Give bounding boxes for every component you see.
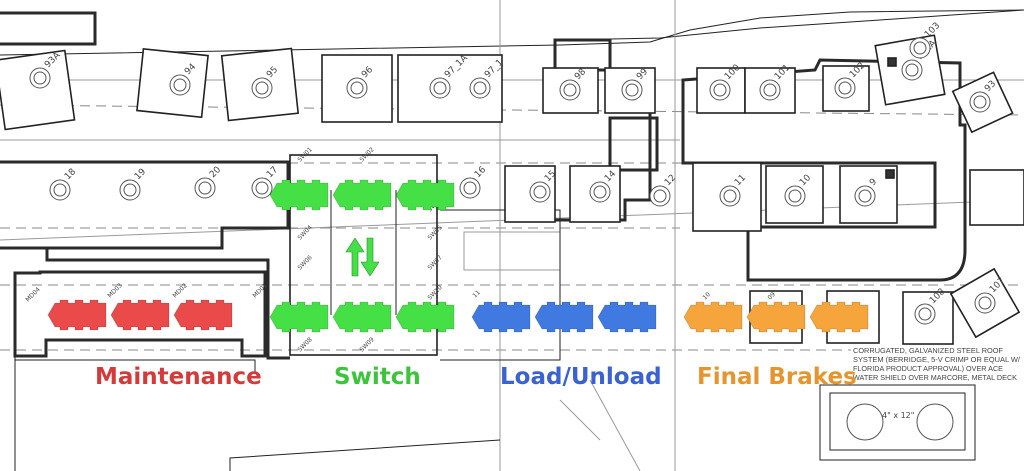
station-mark: SW08: [296, 336, 313, 353]
train-car: [471, 301, 531, 333]
label-maintenance: Maintenance: [95, 364, 262, 390]
train-car: [746, 301, 806, 333]
station-mark: SW06: [296, 254, 313, 271]
pylon-number: 17: [265, 165, 280, 180]
station-mark: MD04: [24, 286, 41, 303]
pylon-footing: 9: [854, 177, 879, 207]
train-car: [47, 299, 107, 331]
pylon-footing: 17: [251, 165, 280, 199]
pylon-number: 16: [473, 165, 488, 180]
train-car: [269, 179, 329, 211]
pylon-footing: 93: [969, 79, 998, 113]
note-line: SYSTEM (BERRIDGE, 5-V CRIMP OR EQUAL W/: [853, 355, 1021, 364]
train-car: [395, 179, 455, 211]
label-load-unload: Load/Unload: [500, 364, 662, 390]
pylon-footing: 16: [459, 165, 488, 199]
train-final-brakes: [683, 301, 869, 333]
note-backing: [851, 345, 1022, 383]
train-car: [683, 301, 743, 333]
station-mark: 09: [766, 291, 776, 301]
train-car: [395, 301, 455, 333]
pylon-number: 9: [868, 177, 879, 188]
train-switch-bottom: [269, 301, 455, 333]
pylon-footing: 20: [194, 165, 223, 199]
train-maintenance: [47, 299, 233, 331]
pylon-footing: 18: [49, 167, 78, 201]
station-mark: MD02: [171, 282, 188, 299]
station-mark: SW07: [426, 254, 443, 271]
train-load-unload: [471, 301, 657, 333]
pylon-footing: 94: [169, 62, 198, 96]
note-line: CORRUGATED, GALVANIZED STEEL ROOF: [853, 346, 1003, 355]
switch-transfer-arrows-icon: [345, 237, 380, 277]
train-car: [534, 301, 594, 333]
pylon-number: 19: [133, 167, 148, 182]
pylon-footing: 12: [649, 173, 678, 207]
pylon-pads: [0, 34, 1024, 345]
pylon-number: 18: [63, 167, 78, 182]
station-mark: 11: [471, 289, 481, 299]
train-car: [809, 301, 869, 333]
pylon-footing: 96: [346, 65, 375, 99]
train-car: [173, 299, 233, 331]
pylon-number: 20: [208, 165, 223, 180]
roof-note: CORRUGATED, GALVANIZED STEEL ROOF SYSTEM…: [851, 345, 1022, 420]
pylon-footing: 14: [589, 169, 618, 203]
pylon-footing: 19: [119, 167, 148, 201]
station-mark: SW10: [426, 284, 443, 301]
pylon-number: 12: [663, 173, 678, 188]
train-car: [332, 301, 392, 333]
trains: [47, 179, 869, 333]
station-mark: SW05: [426, 224, 443, 241]
pylon-number: 103: [923, 21, 942, 40]
train-car: [269, 301, 329, 333]
detail-dimension: 4" x 12": [882, 411, 914, 420]
station-mark: MD03: [106, 282, 123, 299]
pylon-footing: 11: [719, 173, 748, 207]
train-switch-top: [269, 179, 455, 211]
label-final-brakes: Final Brakes: [697, 364, 857, 390]
note-line: FLORIDA PRODUCT APPROVAL) OVER ACE: [853, 364, 1003, 373]
station-mark: SW09: [358, 336, 375, 353]
note-line: WATER SHIELD OVER MARCORE, METAL DECK: [853, 373, 1017, 382]
train-car: [332, 179, 392, 211]
label-switch: Switch: [334, 364, 421, 390]
train-car: [597, 301, 657, 333]
station-mark: SW04: [296, 224, 313, 241]
train-car: [110, 299, 170, 331]
station-mark: 10: [701, 291, 711, 301]
